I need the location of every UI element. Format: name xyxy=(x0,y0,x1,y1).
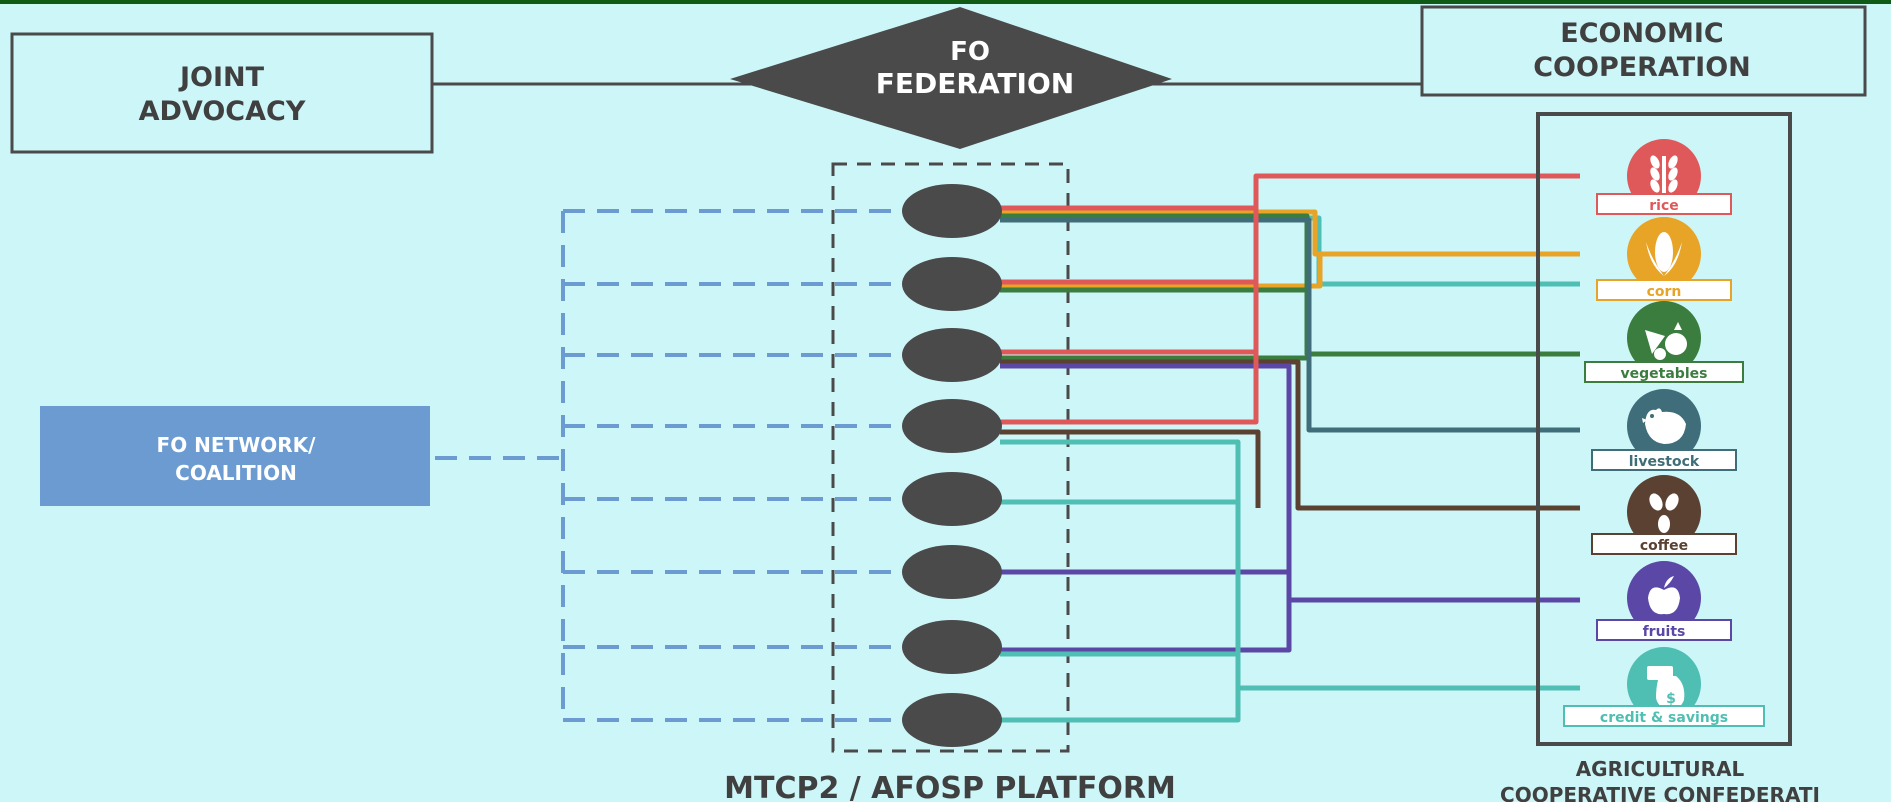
rice-icon xyxy=(1650,155,1678,200)
svg-text:$: $ xyxy=(1666,691,1676,707)
joint-advocacy-box: JOINT ADVOCACY xyxy=(10,32,434,154)
fo-nodes xyxy=(902,184,1002,747)
commodity-label-credit-savings: credit & savings xyxy=(1600,710,1728,726)
commodity-badge-fruits: fruits xyxy=(1596,561,1732,641)
fo-node-1 xyxy=(902,184,1002,238)
fo-network-box: FO NETWORK/ COALITION xyxy=(40,406,430,506)
confederation-title-line-1: AGRICULTURAL xyxy=(1576,757,1745,781)
link-teal-extra xyxy=(1000,215,1580,287)
joint-advocacy-line-2: ADVOCACY xyxy=(139,96,306,127)
fo-node-3 xyxy=(902,328,1002,382)
link-corn-2 xyxy=(1000,254,1323,289)
commodity-badge-rice: rice xyxy=(1596,139,1732,215)
commodity-label-livestock: livestock xyxy=(1629,454,1700,470)
link-fruits-3 xyxy=(1000,600,1292,653)
fo-federation-diamond: FO FEDERATION xyxy=(730,7,1172,149)
fruits-icon xyxy=(1648,576,1680,615)
confederation-title-line-2: COOPERATIVE CONFEDERATI xyxy=(1500,783,1820,802)
fo-node-4 xyxy=(902,399,1002,453)
commodity-badge-corn: corn xyxy=(1596,217,1732,301)
fo-network-line-1: FO NETWORK/ xyxy=(157,433,317,457)
commodity-label-rice: rice xyxy=(1649,198,1679,214)
vegetables-icon xyxy=(1645,322,1687,360)
commodity-badge-livestock: livestock xyxy=(1591,389,1737,471)
link-coffee-1 xyxy=(1000,359,1580,511)
fo-network-line-2: COALITION xyxy=(175,461,297,485)
platform-dashed-box xyxy=(831,162,1070,753)
corn-icon xyxy=(1646,232,1682,276)
commodity-label-coffee: coffee xyxy=(1640,538,1688,554)
platform-title: MTCP2 / AFOSP PLATFORM xyxy=(724,771,1176,802)
coffee-icon xyxy=(1649,493,1679,533)
commodity-badge-coffee: coffee xyxy=(1591,475,1737,555)
economic-cooperation-box: ECONOMIC COOPERATION xyxy=(1420,5,1867,97)
diagram-canvas: JOINT ADVOCACY FO FEDERATION ECONOMIC CO… xyxy=(0,4,1891,802)
blue-dashed-connectors xyxy=(435,209,935,722)
fo-federation-line-1: FO xyxy=(950,37,990,67)
credit-savings-icon: $ xyxy=(1647,666,1685,710)
link-coffee-2 xyxy=(1000,429,1261,508)
link-fruits-1 xyxy=(1000,363,1580,603)
diagram-svg: JOINT ADVOCACY FO FEDERATION ECONOMIC CO… xyxy=(10,5,1867,802)
link-credit-4 xyxy=(1000,688,1241,723)
commodity-label-vegetables: vegetables xyxy=(1621,366,1708,382)
commodity-label-corn: corn xyxy=(1647,284,1682,300)
livestock-icon xyxy=(1642,408,1686,444)
fo-node-2 xyxy=(902,257,1002,311)
fo-node-8 xyxy=(902,693,1002,747)
commodity-label-fruits: fruits xyxy=(1643,624,1686,640)
fo-node-5 xyxy=(902,472,1002,526)
commodity-badge-credit-savings: $ credit & savings xyxy=(1563,647,1765,727)
link-rice-1 xyxy=(1000,173,1580,211)
link-corn-1 xyxy=(1000,209,1580,257)
link-livestock xyxy=(1000,217,1580,433)
joint-advocacy-line-1: JOINT xyxy=(178,62,265,93)
economic-cooperation-line-1: ECONOMIC xyxy=(1560,18,1724,49)
economic-cooperation-line-2: COOPERATION xyxy=(1533,52,1751,83)
confederation-box xyxy=(1536,112,1792,746)
fo-federation-line-2: FEDERATION xyxy=(876,67,1074,100)
fo-node-6 xyxy=(902,545,1002,599)
fo-node-7 xyxy=(902,620,1002,674)
commodity-badge-vegetables: vegetables xyxy=(1584,301,1744,383)
link-rice-4 xyxy=(1000,208,1259,425)
commodity-links xyxy=(1000,173,1580,723)
link-credit-1 xyxy=(1000,439,1580,691)
